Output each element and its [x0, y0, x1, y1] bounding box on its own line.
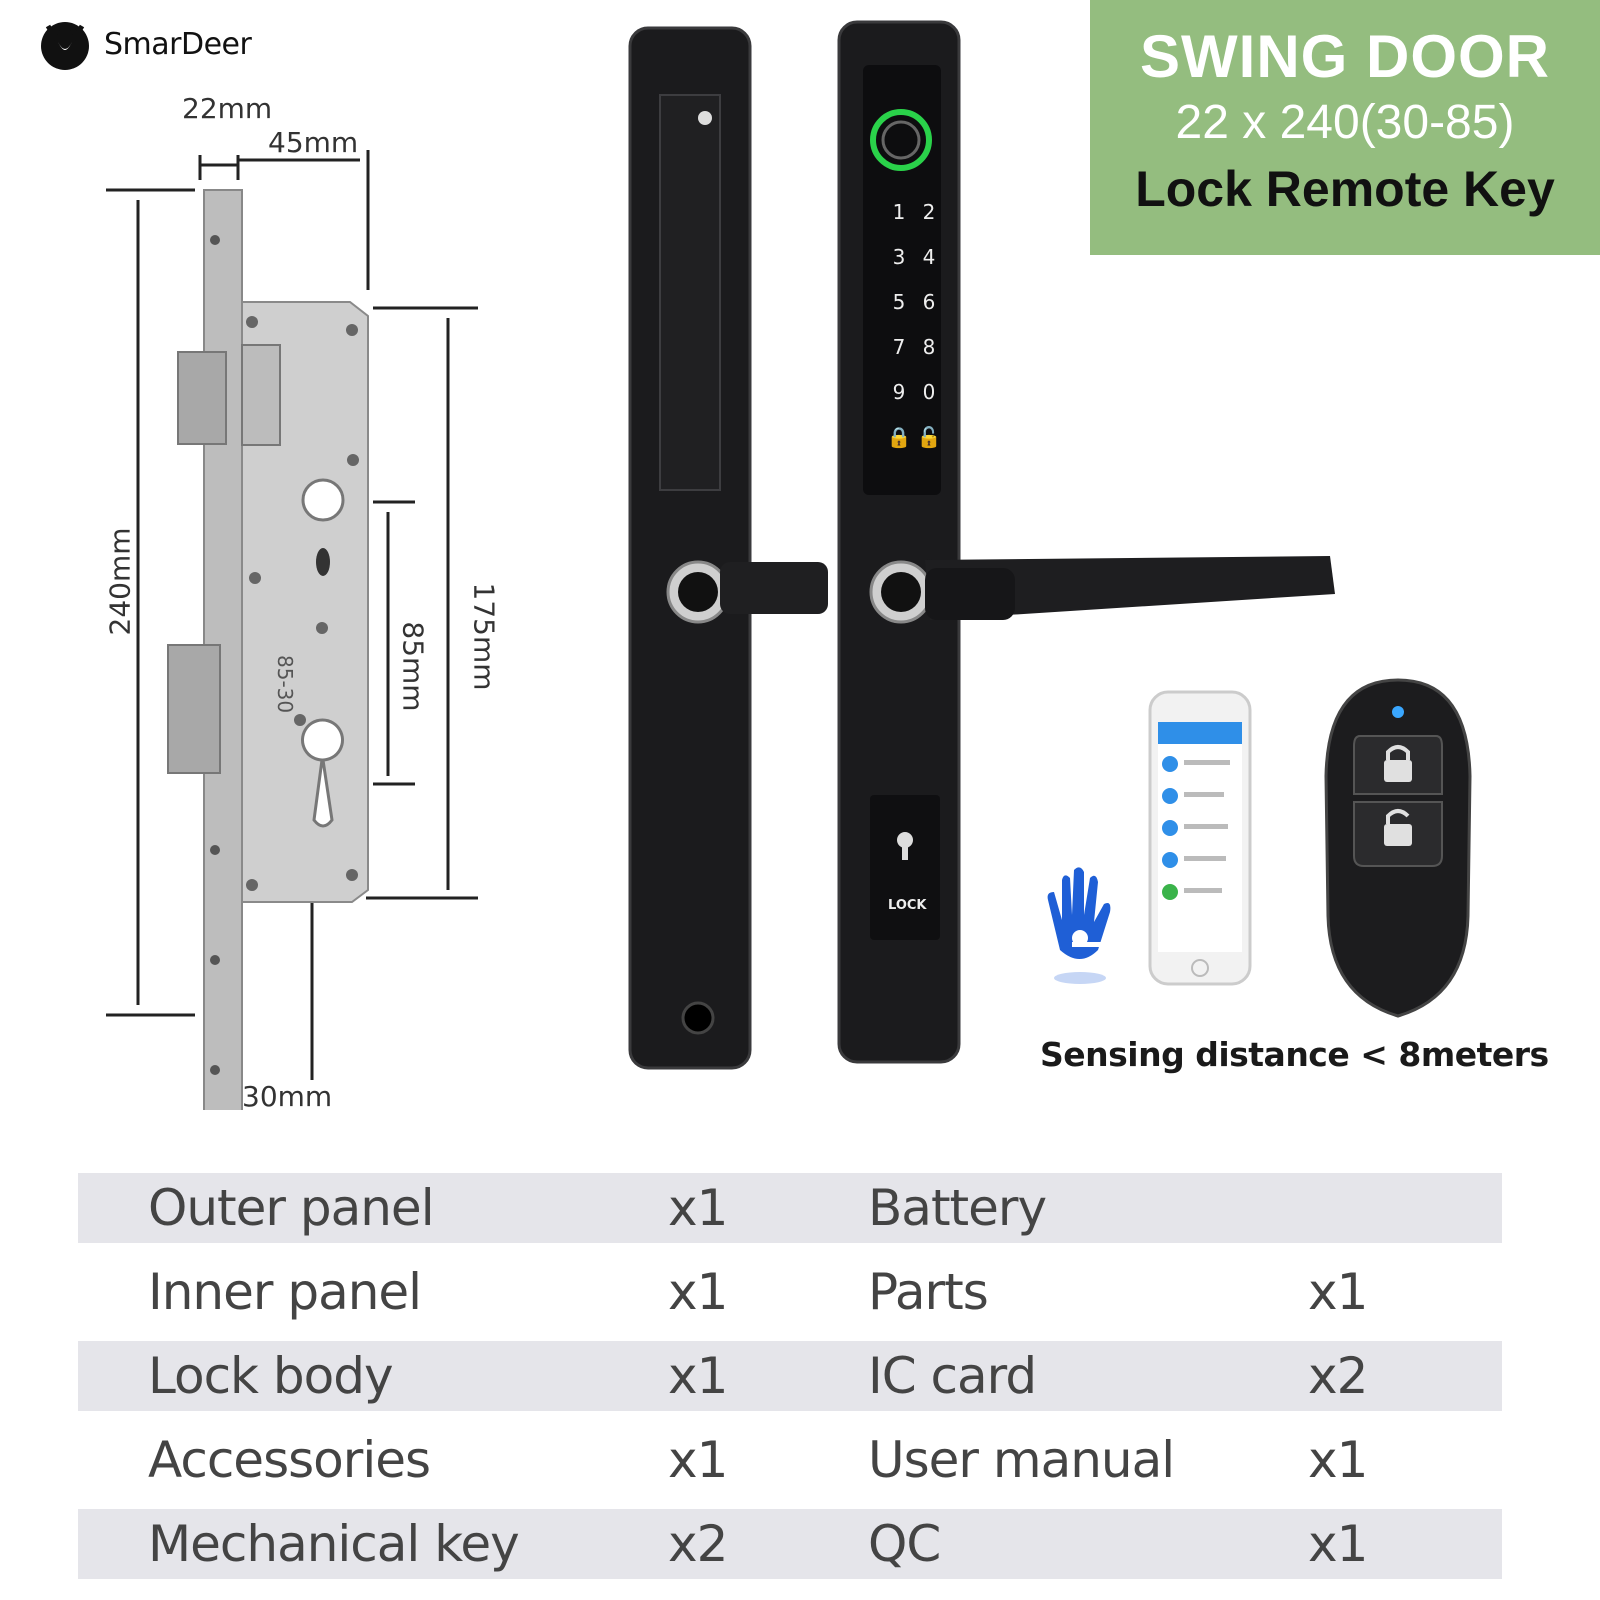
- phone-app-image: [1148, 690, 1252, 986]
- dim-backset: 30mm: [242, 1080, 333, 1113]
- item-name: User manual: [868, 1431, 1175, 1489]
- lock-body-diagram: 85-30: [106, 150, 478, 1110]
- banner-size: 22 x 240(30-85): [1175, 96, 1515, 149]
- keypad-key-8[interactable]: 8: [922, 335, 936, 359]
- keypad-key-4[interactable]: 4: [922, 245, 936, 269]
- table-row: Lock body x1 IC card x2: [78, 1341, 1502, 1411]
- item-name: Accessories: [148, 1431, 431, 1489]
- keypad-key-5[interactable]: 5: [892, 290, 906, 314]
- item-name: Outer panel: [148, 1179, 435, 1237]
- sensing-distance-caption: Sensing distance < 8meters: [1040, 1035, 1549, 1074]
- item-name: Inner panel: [148, 1263, 422, 1321]
- dim-faceplate-width: 22mm: [182, 92, 273, 125]
- lock-icon[interactable]: 🔒: [886, 425, 912, 449]
- spec-banner: SWING DOOR 22 x 240(30-85) Lock Remote K…: [1090, 0, 1600, 255]
- keypad-key-3[interactable]: 3: [892, 245, 906, 269]
- item-qty: x1: [668, 1431, 728, 1489]
- outer-keypad-panel: [837, 20, 1335, 1064]
- keypad-key-2[interactable]: 2: [922, 200, 936, 224]
- item-qty: x2: [1308, 1347, 1368, 1405]
- keypad-key-9[interactable]: 9: [892, 380, 906, 404]
- item-qty: x1: [668, 1263, 728, 1321]
- keypad-key-0[interactable]: 0: [922, 380, 936, 404]
- dim-backset-depth: 45mm: [268, 126, 359, 159]
- dim-total-height: 240mm: [103, 527, 137, 636]
- item-name: Battery: [868, 1179, 1047, 1237]
- remote-fob-image: [1324, 678, 1472, 1018]
- item-name: QC: [868, 1515, 941, 1573]
- table-row: Outer panel x1 Battery: [78, 1173, 1502, 1243]
- item-qty: x2: [668, 1515, 728, 1573]
- dim-body-height: 175mm: [467, 582, 501, 691]
- table-row: Accessories x1 User manual x1: [78, 1418, 1502, 1502]
- inner-lock-button-label: LOCK: [888, 898, 927, 913]
- item-qty: x1: [668, 1179, 728, 1237]
- keypad-key-1[interactable]: 1: [892, 200, 906, 224]
- keypad-key-6[interactable]: 6: [922, 290, 936, 314]
- item-qty: x1: [1308, 1515, 1368, 1573]
- brand-name: SmarDeer: [104, 26, 252, 62]
- hand-key-icon: [1047, 867, 1111, 984]
- keypad: 1 2 3 4 5 6 7 8 9 0 🔒 🔓: [884, 200, 944, 449]
- banner-subtitle: Lock Remote Key: [1135, 161, 1555, 217]
- unlock-icon[interactable]: 🔓: [916, 425, 942, 449]
- item-name: Mechanical key: [148, 1515, 520, 1573]
- deer-logo-icon: [41, 22, 89, 70]
- item-name: Lock body: [148, 1347, 394, 1405]
- table-row: Mechanical key x2 QC x1: [78, 1509, 1502, 1579]
- inner-handle-panel: [628, 26, 828, 1070]
- item-name: IC card: [868, 1347, 1037, 1405]
- item-qty: x1: [668, 1347, 728, 1405]
- keypad-key-7[interactable]: 7: [892, 335, 906, 359]
- dim-center-distance: 85mm: [396, 621, 430, 712]
- banner-title: SWING DOOR: [1140, 23, 1550, 90]
- table-row: Inner panel x1 Parts x1: [78, 1250, 1502, 1334]
- brand-logo: SmarDeer: [34, 16, 252, 72]
- item-qty: x1: [1308, 1431, 1368, 1489]
- item-qty: x1: [1308, 1263, 1368, 1321]
- item-name: Parts: [868, 1263, 989, 1321]
- lock-body-mark: 85-30: [273, 655, 297, 713]
- package-contents-table: Outer panel x1 Battery Inner panel x1 Pa…: [78, 1166, 1502, 1586]
